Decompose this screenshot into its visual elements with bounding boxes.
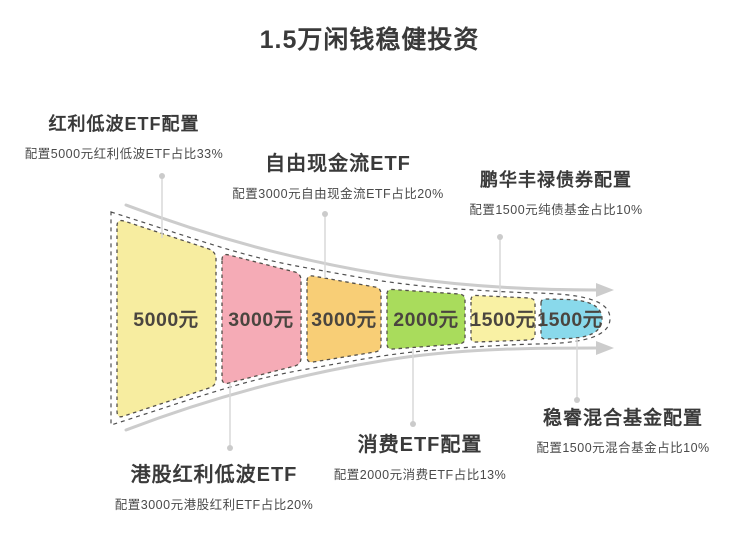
label-subtitle: 配置1500元混合基金占比10%	[536, 441, 710, 455]
funnel-segment-4	[386, 288, 466, 350]
arrow-right-top-icon	[596, 283, 614, 297]
label-heading: 鹏华丰禄债券配置	[479, 170, 632, 190]
label-group-ganggu-hongli-diwo-etf: 港股红利低波ETF 配置3000元港股红利ETF占比20%	[115, 458, 313, 513]
label-subtitle: 配置3000元港股红利ETF占比20%	[114, 498, 314, 512]
segment-amount-6: 1500元	[537, 309, 602, 331]
label-subtitle: 配置1500元纯债基金占比10%	[469, 203, 643, 217]
label-subtitle: 配置3000元自由现金流ETF占比20%	[232, 187, 444, 201]
funnel-segment-1	[116, 219, 217, 418]
segment-amount-4: 2000元	[393, 309, 458, 331]
leader-dot-segment-5	[497, 234, 503, 240]
leader-dot-segment-3	[322, 211, 328, 217]
funnel-segment-5	[470, 294, 536, 343]
guide-curve-bottom	[124, 346, 599, 432]
label-heading: 消费ETF配置	[357, 434, 483, 456]
arrow-right-bottom-icon	[596, 341, 614, 355]
label-subtitle: 配置2000元消费ETF占比13%	[333, 468, 507, 482]
label-group-wenrui-hunhe-jijin: 稳睿混合基金配置 配置1500元混合基金占比10%	[536, 403, 709, 456]
label-heading: 稳睿混合基金配置	[542, 408, 704, 429]
funnel-segment-3	[306, 275, 382, 363]
segment-amount-5: 1500元	[470, 309, 535, 331]
label-group-penghua-fenglu-zhaiquan: 鹏华丰禄债券配置 配置1500元纯债基金占比10%	[469, 166, 642, 218]
guide-curve-top	[124, 203, 599, 292]
label-heading: 红利低波ETF配置	[48, 114, 200, 134]
funnel-segment-6	[540, 298, 603, 340]
label-group-xiaofei-etf: 消费ETF配置 配置2000元消费ETF占比13%	[334, 428, 506, 483]
label-group-hongli-diwo-etf: 红利低波ETF配置 配置5000元红利低波ETF占比33%	[25, 110, 223, 162]
segment-amount-3: 3000元	[311, 309, 376, 331]
segment-amount-2: 3000元	[228, 309, 293, 331]
leader-dot-segment-2	[227, 445, 233, 451]
leader-dot-segment-1	[159, 173, 165, 179]
segment-amount-1: 5000元	[133, 309, 198, 331]
label-group-ziyou-xianjinliu-etf: 自由现金流ETF 配置3000元自由现金流ETF占比20%	[232, 147, 443, 202]
label-subtitle: 配置5000元红利低波ETF占比33%	[24, 147, 224, 161]
label-heading: 港股红利低波ETF	[130, 464, 298, 486]
leader-dot-segment-4	[410, 421, 416, 427]
label-heading: 自由现金流ETF	[265, 153, 411, 175]
page-title: 1.5万闲钱稳健投资	[259, 26, 480, 54]
leader-dot-segment-6	[574, 397, 580, 403]
funnel-segment-2	[221, 253, 302, 385]
